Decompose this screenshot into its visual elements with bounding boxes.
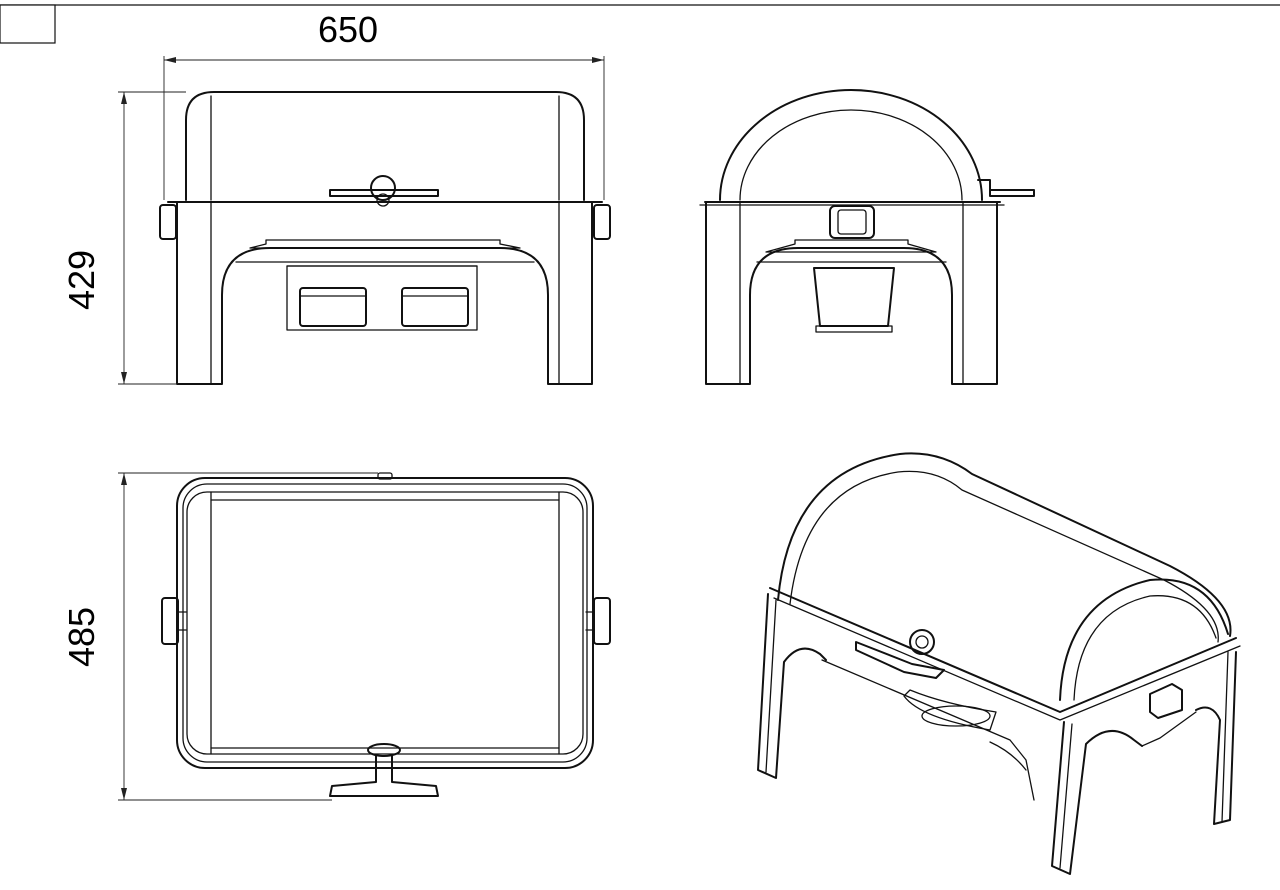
isometric-view xyxy=(757,452,1241,875)
front-view xyxy=(159,91,611,385)
drawing-frame xyxy=(0,4,1280,44)
dimension-width: 650 xyxy=(163,9,605,200)
dimension-width-label: 650 xyxy=(318,9,378,50)
side-view xyxy=(699,89,1035,385)
dimension-depth-label: 485 xyxy=(61,607,102,667)
dimension-depth: 485 xyxy=(61,472,378,801)
top-view xyxy=(161,472,611,797)
dimension-height-label: 429 xyxy=(61,250,102,310)
dimension-height: 429 xyxy=(61,91,186,385)
